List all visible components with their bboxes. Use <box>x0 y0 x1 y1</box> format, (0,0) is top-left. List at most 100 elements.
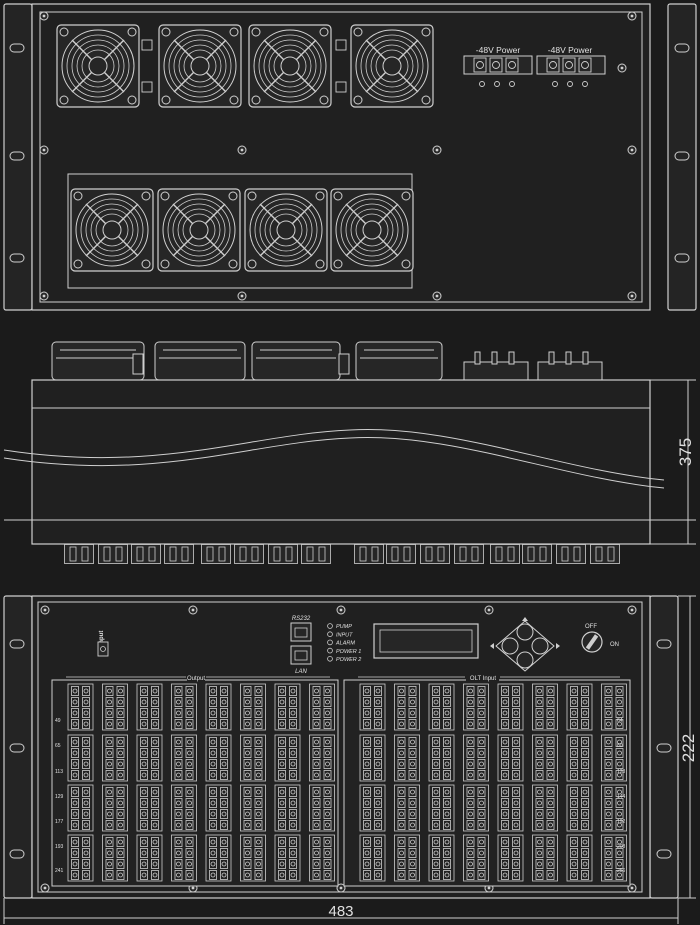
fiber-port[interactable] <box>209 787 217 797</box>
fiber-port[interactable] <box>105 820 114 830</box>
fiber-port[interactable] <box>477 787 486 797</box>
fiber-port[interactable] <box>443 697 451 707</box>
fiber-port[interactable] <box>140 737 148 747</box>
fiber-port[interactable] <box>604 748 613 758</box>
fiber-port[interactable] <box>140 848 148 858</box>
fiber-port[interactable] <box>105 798 114 808</box>
fiber-port[interactable] <box>71 748 79 758</box>
fiber-port[interactable] <box>570 787 578 797</box>
fiber-port[interactable] <box>185 870 194 880</box>
fiber-port[interactable] <box>151 837 159 847</box>
fiber-port[interactable] <box>535 708 544 718</box>
fiber-port[interactable] <box>323 719 332 729</box>
key-switch[interactable]: OFF ON <box>581 624 619 653</box>
fiber-port[interactable] <box>501 859 509 869</box>
fiber-port[interactable] <box>604 870 613 880</box>
fiber-port[interactable] <box>432 870 440 880</box>
fiber-port[interactable] <box>501 787 509 797</box>
fiber-port[interactable] <box>432 837 440 847</box>
fiber-port[interactable] <box>209 859 217 869</box>
fiber-port[interactable] <box>140 787 148 797</box>
fiber-port[interactable] <box>254 837 263 847</box>
fiber-port[interactable] <box>363 798 371 808</box>
fiber-port[interactable] <box>512 870 520 880</box>
fiber-port[interactable] <box>512 787 520 797</box>
fiber-port[interactable] <box>323 686 332 696</box>
fiber-port[interactable] <box>443 708 451 718</box>
fiber-port[interactable] <box>432 859 440 869</box>
fiber-port[interactable] <box>116 809 125 819</box>
fiber-port[interactable] <box>312 737 321 747</box>
fiber-port[interactable] <box>278 686 286 696</box>
down-button[interactable] <box>516 651 534 669</box>
fiber-port[interactable] <box>105 697 114 707</box>
fiber-port[interactable] <box>174 870 183 880</box>
fiber-port[interactable] <box>151 770 159 780</box>
fiber-port[interactable] <box>604 719 613 729</box>
fiber-port[interactable] <box>546 787 555 797</box>
fiber-port[interactable] <box>116 820 125 830</box>
fiber-port[interactable] <box>254 859 263 869</box>
fiber-port[interactable] <box>220 848 228 858</box>
fiber-port[interactable] <box>82 697 90 707</box>
fiber-port[interactable] <box>397 870 406 880</box>
fiber-port[interactable] <box>546 820 555 830</box>
fiber-port[interactable] <box>254 737 263 747</box>
fiber-port[interactable] <box>546 697 555 707</box>
fiber-port[interactable] <box>278 798 286 808</box>
fiber-port[interactable] <box>151 787 159 797</box>
fiber-port[interactable] <box>209 719 217 729</box>
fiber-port[interactable] <box>254 870 263 880</box>
fiber-port[interactable] <box>477 748 486 758</box>
fiber-port[interactable] <box>512 719 520 729</box>
fiber-port[interactable] <box>254 686 263 696</box>
fiber-port[interactable] <box>363 708 371 718</box>
fiber-port[interactable] <box>581 719 589 729</box>
fiber-port[interactable] <box>151 719 159 729</box>
fiber-port[interactable] <box>140 719 148 729</box>
fiber-port[interactable] <box>432 708 440 718</box>
fiber-port[interactable] <box>312 870 321 880</box>
fiber-port[interactable] <box>116 719 125 729</box>
fiber-port[interactable] <box>477 697 486 707</box>
fiber-port[interactable] <box>570 708 578 718</box>
fiber-port[interactable] <box>323 820 332 830</box>
fiber-port[interactable] <box>254 848 263 858</box>
fiber-port[interactable] <box>71 809 79 819</box>
fiber-port[interactable] <box>363 859 371 869</box>
fiber-port[interactable] <box>323 787 332 797</box>
fiber-port[interactable] <box>408 719 417 729</box>
fiber-port[interactable] <box>432 787 440 797</box>
fiber-port[interactable] <box>512 820 520 830</box>
fiber-port[interactable] <box>116 748 125 758</box>
fiber-port[interactable] <box>105 770 114 780</box>
fiber-port[interactable] <box>477 798 486 808</box>
fiber-port[interactable] <box>71 820 79 830</box>
fiber-port[interactable] <box>466 848 475 858</box>
fiber-port[interactable] <box>140 809 148 819</box>
fiber-port[interactable] <box>570 748 578 758</box>
fiber-port[interactable] <box>397 798 406 808</box>
fiber-port[interactable] <box>512 697 520 707</box>
fiber-port[interactable] <box>581 870 589 880</box>
fiber-port[interactable] <box>615 686 624 696</box>
fiber-port[interactable] <box>581 748 589 758</box>
fiber-port[interactable] <box>477 870 486 880</box>
fiber-port[interactable] <box>581 820 589 830</box>
fiber-port[interactable] <box>374 787 382 797</box>
fiber-port[interactable] <box>174 759 183 769</box>
fiber-port[interactable] <box>397 770 406 780</box>
fiber-port[interactable] <box>535 748 544 758</box>
fiber-port[interactable] <box>278 820 286 830</box>
fiber-port[interactable] <box>581 697 589 707</box>
fiber-port[interactable] <box>82 719 90 729</box>
fiber-port[interactable] <box>254 759 263 769</box>
fiber-port[interactable] <box>374 737 382 747</box>
fiber-port[interactable] <box>82 848 90 858</box>
fiber-port[interactable] <box>535 798 544 808</box>
fiber-port[interactable] <box>408 859 417 869</box>
fiber-port[interactable] <box>432 798 440 808</box>
fiber-port[interactable] <box>243 820 252 830</box>
fiber-port[interactable] <box>512 859 520 869</box>
fiber-port[interactable] <box>209 737 217 747</box>
